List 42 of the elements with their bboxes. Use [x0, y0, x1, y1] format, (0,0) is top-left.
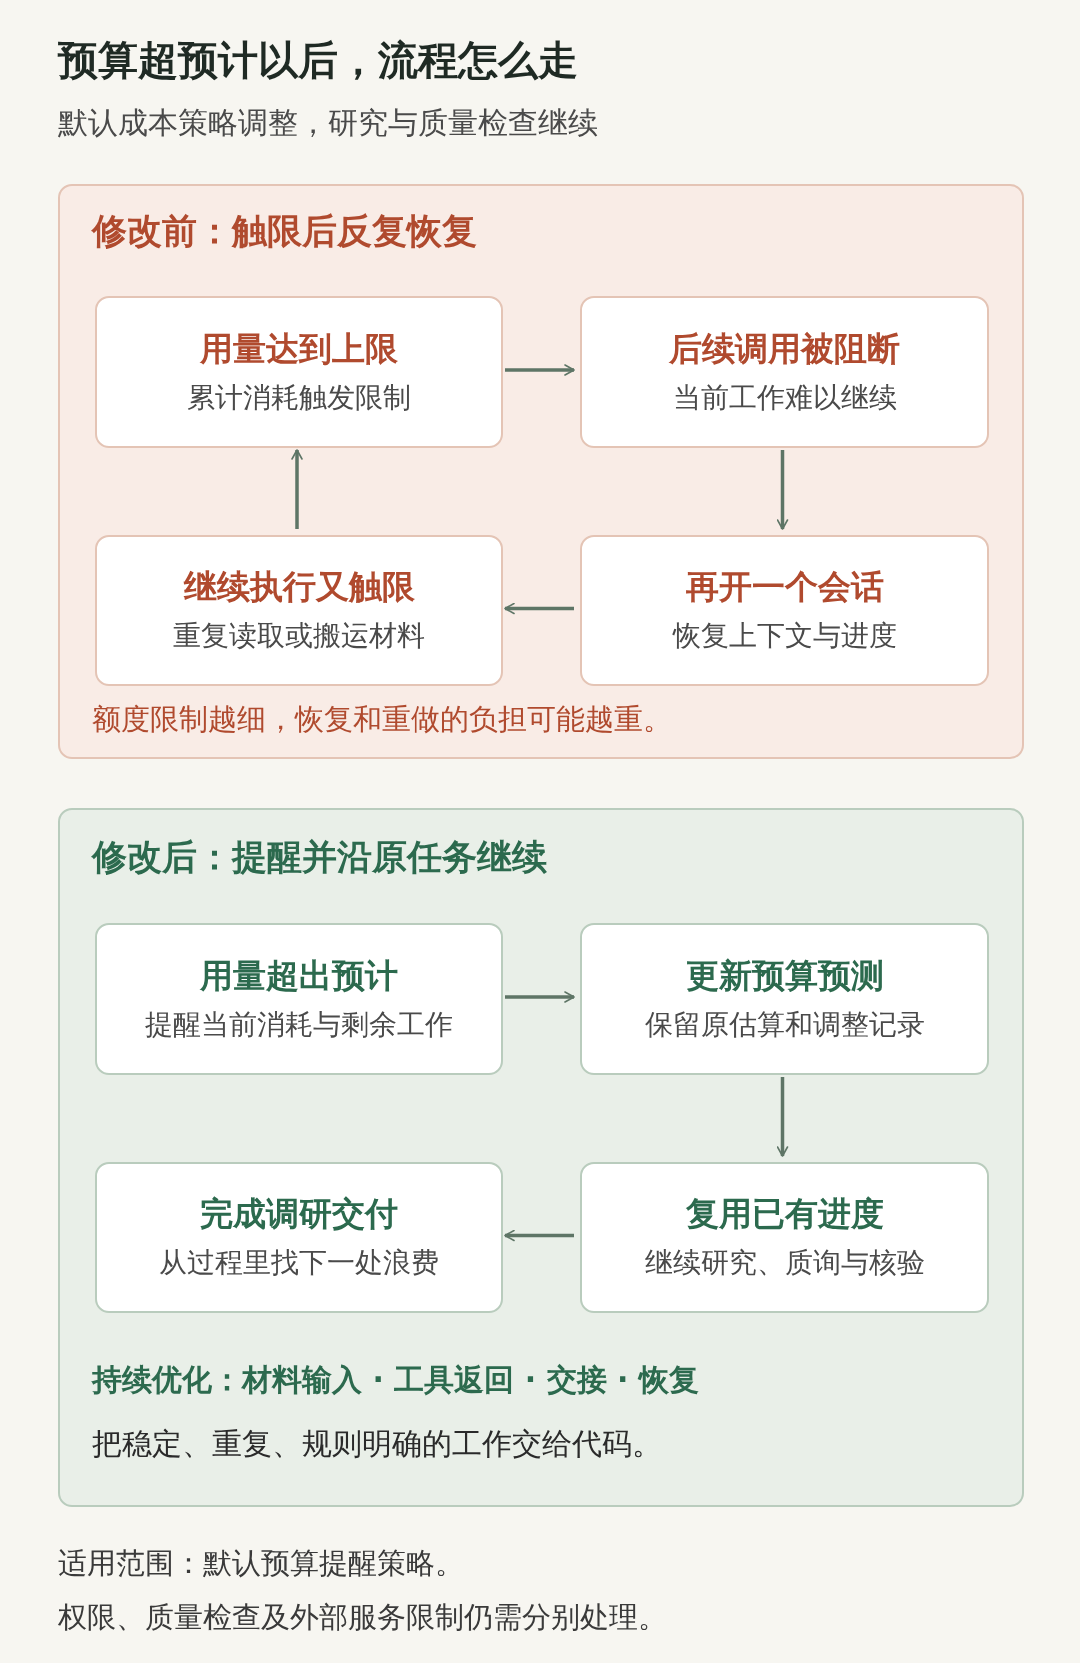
arrow — [504, 602, 574, 615]
box-description: 重复读取或搬运材料 — [173, 620, 425, 653]
footnote-text: 适用范围：默认预算提醒策略。 — [58, 1546, 464, 1581]
note-text: 持续优化：材料输入 · 工具返回 · 交接 · 恢复 — [92, 1362, 699, 1398]
panel-heading: 修改前：触限后反复恢复 — [92, 210, 477, 252]
process-box — [95, 923, 503, 1075]
panel — [58, 184, 1024, 759]
arrow — [776, 450, 789, 530]
process-box — [580, 923, 989, 1075]
box-description: 恢复上下文与进度 — [672, 620, 897, 653]
box-title: 用量达到上限 — [200, 329, 398, 368]
process-box — [95, 1162, 503, 1313]
box-description: 当前工作难以继续 — [672, 381, 897, 415]
box-title: 继续执行又触限 — [183, 568, 415, 607]
box-description: 从过程里找下一处浪费 — [159, 1247, 439, 1280]
box-description: 保留原估算和调整记录 — [644, 1008, 925, 1042]
arrow — [291, 449, 303, 529]
arrow — [504, 1229, 574, 1242]
box-title: 复用已有进度 — [685, 1195, 884, 1234]
box-description: 提醒当前消耗与剩余工作 — [145, 1008, 453, 1042]
box-title: 再开一个会话 — [685, 568, 884, 607]
note-text: 额度限制越细，恢复和重做的负担可能越重。 — [92, 702, 672, 737]
arrow — [505, 991, 575, 1003]
arrow — [776, 1077, 789, 1157]
footnote-text: 权限、质量检查及外部服务限制仍需分别处理。 — [58, 1600, 667, 1635]
box-title: 用量超出预计 — [200, 956, 398, 995]
process-box — [95, 296, 503, 448]
process-box — [95, 535, 503, 686]
box-title: 完成调研交付 — [200, 1195, 398, 1234]
arrow — [505, 364, 575, 376]
subtitle: 默认成本策略调整，研究与质量检查继续 — [58, 105, 598, 141]
title: 预算超预计以后，流程怎么走 — [58, 36, 578, 84]
process-box — [580, 1162, 989, 1313]
process-box — [580, 535, 989, 686]
process-box — [580, 296, 989, 448]
box-description: 累计消耗触发限制 — [187, 381, 411, 415]
panel — [58, 808, 1024, 1507]
note-text: 把稳定、重复、规则明确的工作交给代码。 — [92, 1426, 662, 1462]
panel-heading: 修改后：提醒并沿原任务继续 — [92, 836, 547, 878]
box-title: 更新预算预测 — [685, 956, 884, 995]
box-description: 继续研究、质询与核验 — [644, 1247, 925, 1280]
box-title: 后续调用被阻断 — [669, 329, 900, 368]
